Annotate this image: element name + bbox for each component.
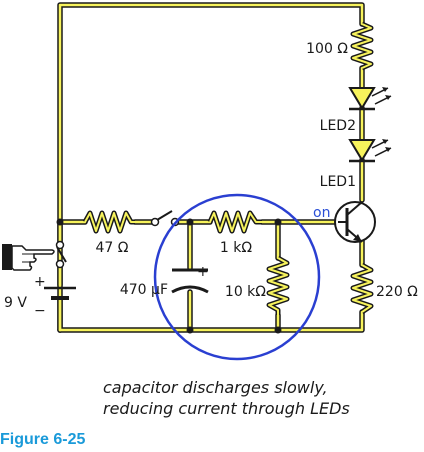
label-r-base: 1 kΩ xyxy=(220,240,252,256)
label-cap-plus: + xyxy=(197,264,209,280)
label-battery: 9 V xyxy=(4,295,27,311)
battery-symbol xyxy=(44,286,76,300)
wires-fill xyxy=(58,3,364,332)
capacitor-symbol xyxy=(171,268,209,294)
highlight-circle xyxy=(153,193,321,361)
transistor-symbol xyxy=(334,201,376,243)
pushbutton-switch xyxy=(55,240,67,269)
resistor-1k-ohm xyxy=(207,210,262,234)
resistor-10k-ohm xyxy=(266,255,290,315)
resistor-220-ohm xyxy=(350,262,374,315)
label-r-emitter: 220 Ω xyxy=(376,284,418,300)
caption-line-1: capacitor discharges slowly, xyxy=(103,378,328,397)
label-battery-minus: − xyxy=(34,303,46,319)
junction-dots xyxy=(56,218,282,334)
label-led2: LED2 xyxy=(320,118,356,134)
figure-label: Figure 6-25 xyxy=(0,431,85,448)
resistor-100-ohm xyxy=(350,21,374,71)
label-r-series: 47 Ω xyxy=(96,240,129,256)
label-transistor-state: on xyxy=(313,205,330,221)
resistor-47-ohm xyxy=(82,210,135,234)
led2-symbol xyxy=(348,87,392,111)
label-capacitor: 470 µF xyxy=(120,282,168,298)
label-battery-plus: + xyxy=(34,274,46,290)
caption-line-2: reducing current through LEDs xyxy=(103,399,350,418)
label-led1: LED1 xyxy=(320,174,356,190)
pointing-hand-icon xyxy=(2,244,55,271)
label-r-top: 100 Ω xyxy=(306,41,348,57)
led1-symbol xyxy=(348,139,392,163)
label-r-shunt: 10 kΩ xyxy=(225,284,266,300)
